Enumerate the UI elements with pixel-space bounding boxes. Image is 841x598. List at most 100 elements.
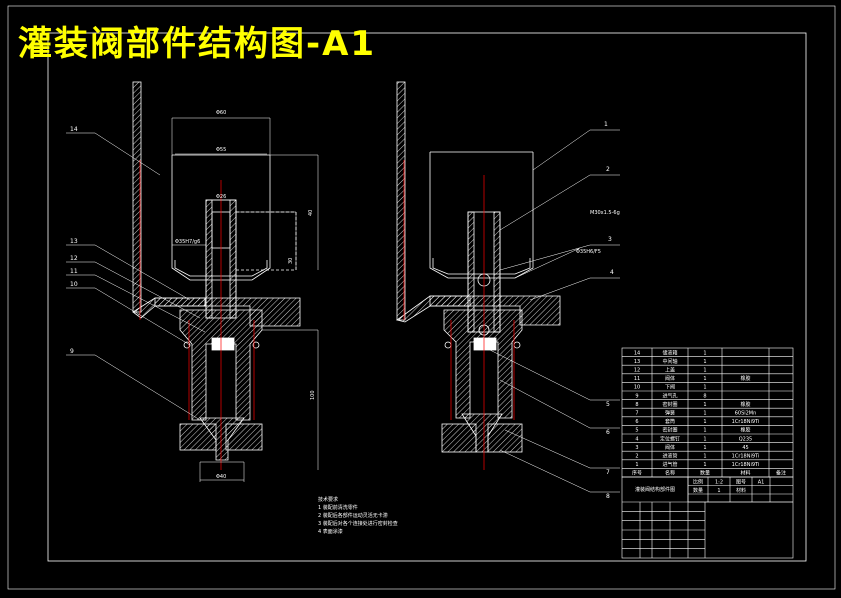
valve-body-right xyxy=(443,309,523,419)
callout-2: 2 xyxy=(606,166,610,173)
bom-cell: 7 xyxy=(635,411,638,417)
qty-label: 数量 xyxy=(693,487,703,494)
left-leaders xyxy=(66,132,206,421)
bom-cell: 定位螺钉 xyxy=(660,435,680,442)
bom-cell: 1 xyxy=(635,462,638,468)
callout-10: 10 xyxy=(70,281,78,288)
right-valve-view xyxy=(396,81,561,453)
note-item: 1 装配前清洗零件 xyxy=(318,505,358,511)
dim-h100: 100 xyxy=(310,390,316,400)
note-item: 4 表面涂漆 xyxy=(318,529,343,535)
material-label: 材料 xyxy=(736,487,746,494)
bom-cell: 1Cr18Ni9Ti xyxy=(732,419,760,425)
bom-cell: 1 xyxy=(703,385,706,391)
technical-notes: 技术要求 1 装配前清洗零件 2 装配后各部件运动灵活无卡滞 3 装配后对各个连… xyxy=(318,496,398,536)
bom-cell: Q235 xyxy=(739,436,752,442)
scale-value: 1:2 xyxy=(715,479,723,485)
bom-header-cell: 数量 xyxy=(700,470,710,477)
callout-3: 3 xyxy=(608,236,612,243)
right-center-lines xyxy=(403,160,515,470)
dim-d40: Φ40 xyxy=(216,474,226,480)
left-center-lines xyxy=(139,160,255,470)
bom-cell: 1 xyxy=(703,428,706,434)
inner-frame xyxy=(47,32,807,562)
bom-cell: 进液管 xyxy=(662,453,677,460)
dim-d55: Φ55 xyxy=(216,147,226,153)
bom-cell: 6 xyxy=(635,419,638,425)
bom-cell: 密封圈 xyxy=(662,401,677,408)
lower-seat-right-b xyxy=(487,423,523,453)
drawing-no-value: A1 xyxy=(758,479,765,485)
bom-cell: 4 xyxy=(635,436,638,442)
scale-label: 比例 xyxy=(693,478,703,485)
callout-8: 8 xyxy=(606,493,610,500)
bom-cell: 8 xyxy=(703,393,706,399)
bom-cell: 5 xyxy=(635,428,638,434)
bom-cell: 1 xyxy=(703,445,706,451)
bom-cell: 1 xyxy=(703,376,706,382)
bom-cell: 储液箱 xyxy=(662,349,677,356)
dim-d26: Φ26 xyxy=(216,194,226,200)
bom-header-cell: 材料 xyxy=(740,470,750,477)
callout-1: 1 xyxy=(604,121,608,128)
bom-cell: 10 xyxy=(634,385,640,391)
callout-14: 14 xyxy=(70,126,78,133)
bom-cell: 1 xyxy=(703,436,706,442)
bom-cell: 下阀 xyxy=(665,384,675,391)
callout-4: 4 xyxy=(610,269,614,276)
bom-cell: 1Cr18Ni9Ti xyxy=(732,454,760,460)
dim-h30: 30 xyxy=(288,258,294,264)
bom-cell: 11 xyxy=(634,376,640,382)
callout-11: 11 xyxy=(70,268,78,275)
callout-12: 12 xyxy=(70,255,78,262)
drawing-title: 灌装阀部件结构图-A1 xyxy=(18,24,377,64)
bom-cell: 进气管 xyxy=(662,461,677,468)
bom-cell: 1 xyxy=(703,359,706,365)
bom-cell: 1 xyxy=(703,350,706,356)
callout-6: 6 xyxy=(606,429,610,436)
bom-header-cell: 序号 xyxy=(632,470,642,477)
right-leaders xyxy=(489,129,620,493)
left-dimensions xyxy=(171,117,319,482)
bom-cell: 45 xyxy=(742,445,748,451)
bom-cell: 1 xyxy=(703,419,706,425)
bom-cell: 套筒 xyxy=(665,418,675,425)
bom-cell: 1 xyxy=(703,368,706,374)
bom-cell: 橡胶 xyxy=(740,375,750,382)
bom-cell: 13 xyxy=(634,359,640,365)
bom-cell: 14 xyxy=(634,350,640,356)
bom-cell: 橡胶 xyxy=(740,427,750,434)
callout-9: 9 xyxy=(70,348,74,355)
drawing-no-label: 图号 xyxy=(736,479,746,485)
callout-7: 7 xyxy=(606,469,610,476)
bom-cell: 8 xyxy=(635,402,638,408)
dim-h40: 40 xyxy=(308,210,314,216)
cup-right xyxy=(429,152,534,279)
bom-cell: 进气孔 xyxy=(662,392,677,399)
callout-5: 5 xyxy=(606,401,610,408)
note-item: 2 装配后各部件运动灵活无卡滞 xyxy=(318,513,388,519)
bom-header-cell: 名称 xyxy=(665,470,675,477)
bom-cell: 阀体 xyxy=(665,375,675,382)
bom-cell: 60Si2Mn xyxy=(735,411,757,417)
bom-cell: 弹簧 xyxy=(665,410,675,417)
outer-frame xyxy=(7,5,836,590)
part-name: 灌装阀结构部件图 xyxy=(635,486,675,493)
callout-13: 13 xyxy=(70,238,78,245)
bom-cell: 1Cr18Ni9Ti xyxy=(732,462,760,468)
qty-value: 1 xyxy=(717,488,720,494)
bom-cell: 1 xyxy=(703,462,706,468)
dim-fit-right: Φ35H6/F5 xyxy=(576,249,601,255)
bom-cell: 中间轴 xyxy=(662,358,677,365)
bom-cell: 阀体 xyxy=(665,444,675,451)
bom-cell: 3 xyxy=(635,445,638,451)
bom-header-cell: 备注 xyxy=(776,470,786,477)
bom-cell: 9 xyxy=(635,393,638,399)
dim-thread: M30x1.5-6g xyxy=(590,210,620,216)
bom-cell: 密封圈 xyxy=(662,427,677,434)
dim-fit-left: Φ35H7/g6 xyxy=(175,239,200,245)
left-valve-view xyxy=(132,81,301,461)
bom-cell: 上盖 xyxy=(665,367,675,374)
